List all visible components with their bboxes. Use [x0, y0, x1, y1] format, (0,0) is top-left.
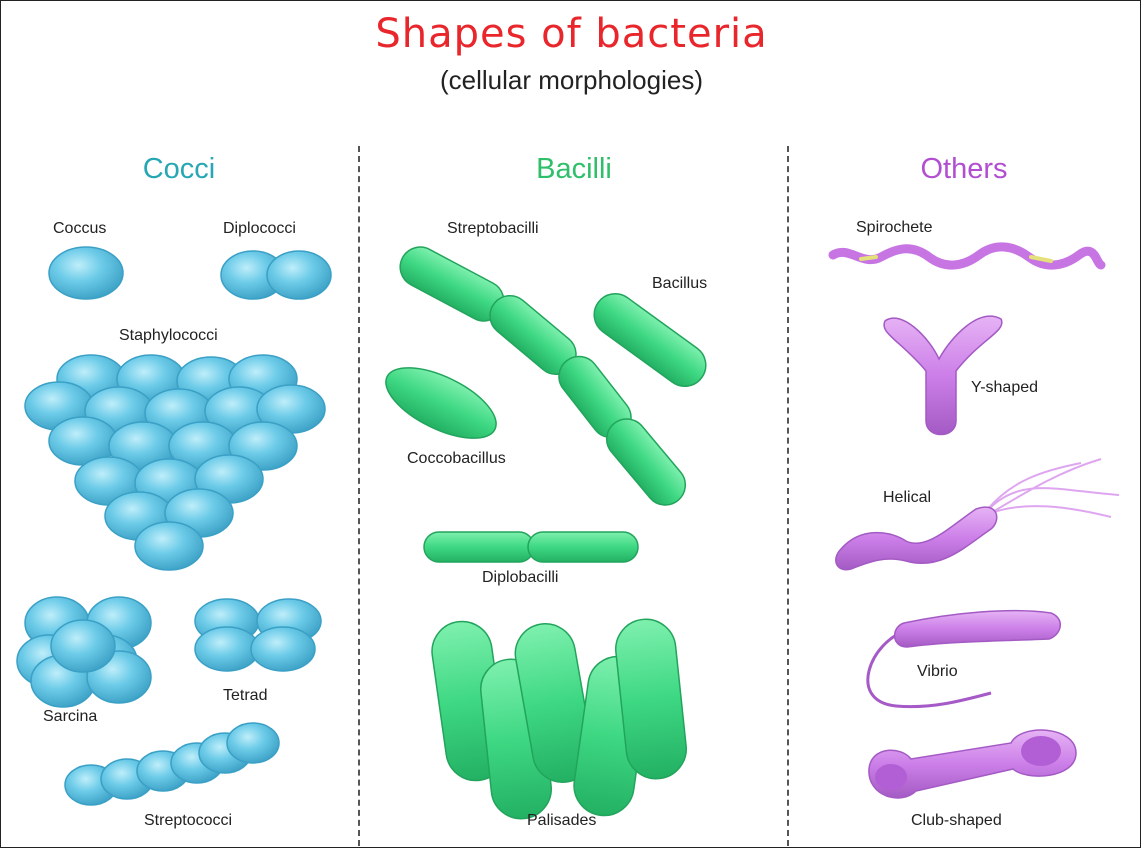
column-divider-left — [358, 146, 360, 846]
helical-label: Helical — [883, 489, 931, 507]
spirochete-cell — [833, 247, 1101, 265]
coccus-cell — [49, 247, 123, 299]
spirochete-label: Spirochete — [856, 219, 933, 237]
palisades-label: Palisades — [527, 812, 596, 830]
sarcina-cluster — [17, 597, 151, 707]
coccobacillus-label: Coccobacillus — [407, 450, 506, 468]
tetrad-cluster — [195, 599, 321, 671]
helical-cell — [836, 459, 1119, 570]
cocci-heading: Cocci — [49, 153, 309, 186]
diplococci-label: Diplococci — [223, 220, 296, 238]
column-divider-right — [787, 146, 789, 846]
coccus-sphere — [227, 723, 279, 763]
diplobacilli-label: Diplobacilli — [482, 569, 558, 587]
coccobacillus-cell — [376, 353, 507, 452]
y-shaped-cell — [884, 316, 1002, 434]
diplobacilli-cells — [424, 532, 638, 562]
coccus-sphere — [251, 627, 315, 671]
streptococci-label: Streptococci — [144, 812, 232, 830]
staphylococci-label: Staphylococci — [119, 327, 218, 345]
coccus-label: Coccus — [53, 220, 106, 238]
vibrio-label: Vibrio — [917, 663, 958, 681]
coccus-sphere — [51, 620, 115, 672]
sarcina-label: Sarcina — [43, 708, 97, 726]
y-shaped-label: Y-shaped — [971, 379, 1038, 397]
diagram-title: Shapes of bacteria — [1, 11, 1141, 57]
diplococci-cells — [221, 251, 331, 299]
diagram-subtitle: (cellular morphologies) — [1, 65, 1141, 96]
others-heading: Others — [834, 153, 1094, 186]
staphylococci-cluster — [25, 355, 325, 570]
tetrad-label: Tetrad — [223, 687, 267, 705]
palisades-cells — [428, 616, 689, 821]
coccus-sphere — [135, 522, 203, 570]
club-shaped-cell — [869, 730, 1076, 798]
club-shaped-label: Club-shaped — [911, 812, 1002, 830]
bacillus-label: Bacillus — [652, 275, 707, 293]
streptococci-chain — [65, 723, 279, 805]
bacilli-heading: Bacilli — [444, 153, 704, 186]
vibrio-cell — [868, 611, 1060, 707]
streptobacilli-label: Streptobacilli — [447, 220, 539, 238]
coccus-sphere — [195, 627, 259, 671]
